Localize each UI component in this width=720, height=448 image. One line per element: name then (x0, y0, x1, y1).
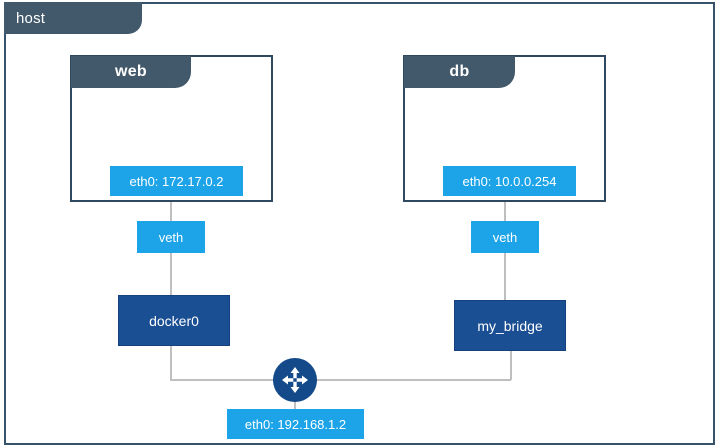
connector-db-eth0-to-veth (504, 200, 506, 222)
container-web[interactable]: web eth0: 172.17.0.2 (70, 55, 273, 202)
host-label-tab: host (4, 2, 142, 34)
connector-web-veth-to-docker0 (170, 252, 172, 296)
container-db-label-tab: db (404, 56, 515, 88)
web-veth-label: veth (158, 229, 184, 245)
bridge-docker0-label: docker0 (149, 312, 199, 329)
connector-web-eth0-to-veth (170, 200, 172, 222)
db-veth[interactable]: veth (471, 221, 539, 253)
web-eth0-interface[interactable]: eth0: 172.17.0.2 (110, 166, 243, 196)
container-db-label: db (449, 63, 470, 80)
bridge-docker0[interactable]: docker0 (118, 295, 230, 346)
router-icon[interactable] (273, 358, 317, 402)
web-veth[interactable]: veth (137, 221, 205, 253)
db-eth0-label: eth0: 10.0.0.254 (462, 173, 557, 189)
connector-router-to-host-eth0 (294, 396, 296, 410)
connector-docker0-to-bus (170, 346, 172, 380)
connector-bus-left (170, 379, 275, 381)
connector-bus-right (316, 379, 511, 381)
bridge-my-bridge-label: my_bridge (477, 317, 543, 334)
db-eth0-interface[interactable]: eth0: 10.0.0.254 (443, 166, 576, 196)
connector-my-bridge-to-bus (510, 351, 512, 380)
container-db[interactable]: db eth0: 10.0.0.254 (403, 55, 606, 202)
host-eth0-interface[interactable]: eth0: 192.168.1.2 (227, 409, 364, 439)
web-eth0-label: eth0: 172.17.0.2 (129, 173, 224, 189)
host-label: host (16, 9, 46, 27)
db-veth-label: veth (492, 229, 518, 245)
connector-db-veth-to-my-bridge (504, 252, 506, 300)
host-eth0-label: eth0: 192.168.1.2 (244, 416, 347, 432)
bridge-my-bridge[interactable]: my_bridge (454, 300, 566, 351)
container-web-label-tab: web (71, 56, 191, 88)
container-web-label: web (114, 63, 148, 80)
